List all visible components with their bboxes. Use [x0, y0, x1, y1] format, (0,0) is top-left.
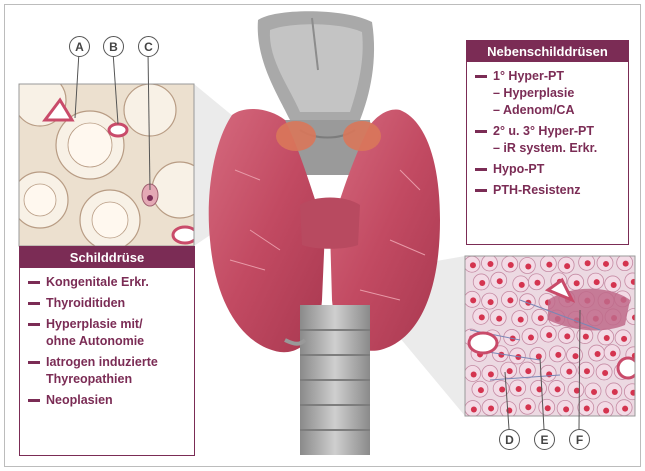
- parathyroid-panel: Nebenschilddrüsen 1° Hyper-PT – Hyperpla…: [466, 40, 629, 245]
- parathyroid-list: 1° Hyper-PT – Hyperplasie – Adenom/CA 2°…: [467, 62, 628, 207]
- list-item: PTH-Resistenz: [475, 182, 622, 199]
- parathyroid-right: [343, 121, 381, 151]
- bullet-dash: [28, 281, 40, 284]
- bullet-dash: [28, 302, 40, 305]
- list-item: 1° Hyper-PT – Hyperplasie – Adenom/CA: [475, 68, 622, 119]
- thyroid-list: Kongenitale Erkr. Thyroiditiden Hyperpla…: [20, 268, 194, 417]
- label-d: D: [499, 429, 520, 450]
- item-line: 1° Hyper-PT: [493, 68, 622, 85]
- list-item: Kongenitale Erkr.: [28, 274, 188, 291]
- list-item: Iatrogen induzierte Thyreopathien: [28, 354, 188, 388]
- list-item: Thyroiditiden: [28, 295, 188, 312]
- item-line: Hypo-PT: [493, 161, 622, 178]
- item-line: – iR system. Erkr.: [493, 140, 622, 157]
- bullet-dash: [28, 399, 40, 402]
- list-item: Hyperplasie mit/ ohne Autonomie: [28, 316, 188, 350]
- label-c: C: [138, 36, 159, 57]
- label-b: B: [103, 36, 124, 57]
- label-f: F: [569, 429, 590, 450]
- thyroid-panel: Schilddrüse Kongenitale Erkr. Thyroiditi…: [19, 246, 195, 456]
- bullet-dash: [475, 75, 487, 78]
- item-line: Neoplasien: [46, 392, 188, 409]
- list-item: Neoplasien: [28, 392, 188, 409]
- item-line: 2° u. 3° Hyper-PT: [493, 123, 622, 140]
- bullet-dash: [475, 168, 487, 171]
- bullet-dash: [475, 189, 487, 192]
- bullet-dash: [28, 323, 40, 326]
- item-line: Iatrogen induzierte: [46, 354, 188, 371]
- thyroid-histology-inset: [12, 74, 208, 250]
- parathyroid-left: [276, 121, 316, 151]
- list-item: 2° u. 3° Hyper-PT – iR system. Erkr.: [475, 123, 622, 157]
- item-line: PTH-Resistenz: [493, 182, 622, 199]
- item-line: – Hyperplasie: [493, 85, 622, 102]
- parathyroid-histology-inset: [463, 254, 642, 417]
- bullet-dash: [475, 130, 487, 133]
- bullet-dash: [28, 361, 40, 364]
- item-line: Kongenitale Erkr.: [46, 274, 188, 291]
- item-line: – Adenom/CA: [493, 102, 622, 119]
- label-a: A: [69, 36, 90, 57]
- parathyroid-panel-title: Nebenschilddrüsen: [467, 41, 628, 62]
- label-e: E: [534, 429, 555, 450]
- item-line: Hyperplasie mit/: [46, 316, 188, 333]
- item-line: Thyroiditiden: [46, 295, 188, 312]
- item-line: Thyreopathien: [46, 371, 188, 388]
- list-item: Hypo-PT: [475, 161, 622, 178]
- item-line: ohne Autonomie: [46, 333, 188, 350]
- thyroid-panel-title: Schilddrüse: [20, 247, 194, 268]
